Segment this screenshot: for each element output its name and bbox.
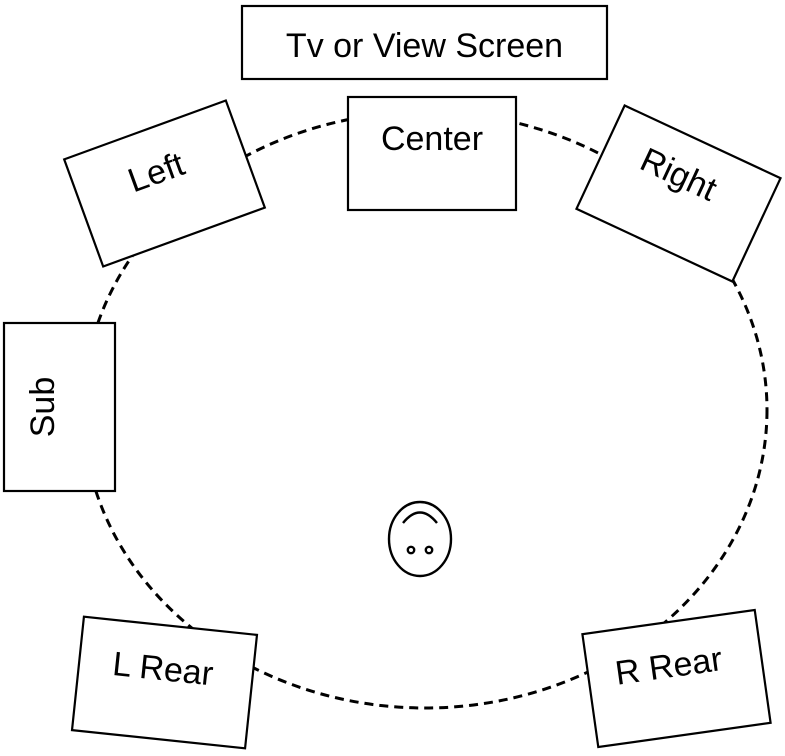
sub-speaker: Sub bbox=[2, 321, 117, 493]
screen-box: Tv or View Screen bbox=[240, 4, 609, 81]
face-eye-right bbox=[424, 545, 434, 555]
screen-label: Tv or View Screen bbox=[286, 27, 563, 65]
face-eye-left bbox=[406, 545, 416, 555]
left-speaker: Left bbox=[62, 99, 267, 268]
center-speaker: Center bbox=[346, 95, 518, 212]
right-speaker: Right bbox=[575, 104, 782, 283]
sub-speaker-label: Sub bbox=[24, 377, 62, 438]
face-brow bbox=[402, 511, 438, 524]
center-speaker-label: Center bbox=[381, 120, 483, 158]
right-rear-speaker: R Rear bbox=[581, 608, 772, 749]
left-rear-speaker: L Rear bbox=[70, 615, 259, 750]
listener-face-icon bbox=[387, 500, 453, 578]
